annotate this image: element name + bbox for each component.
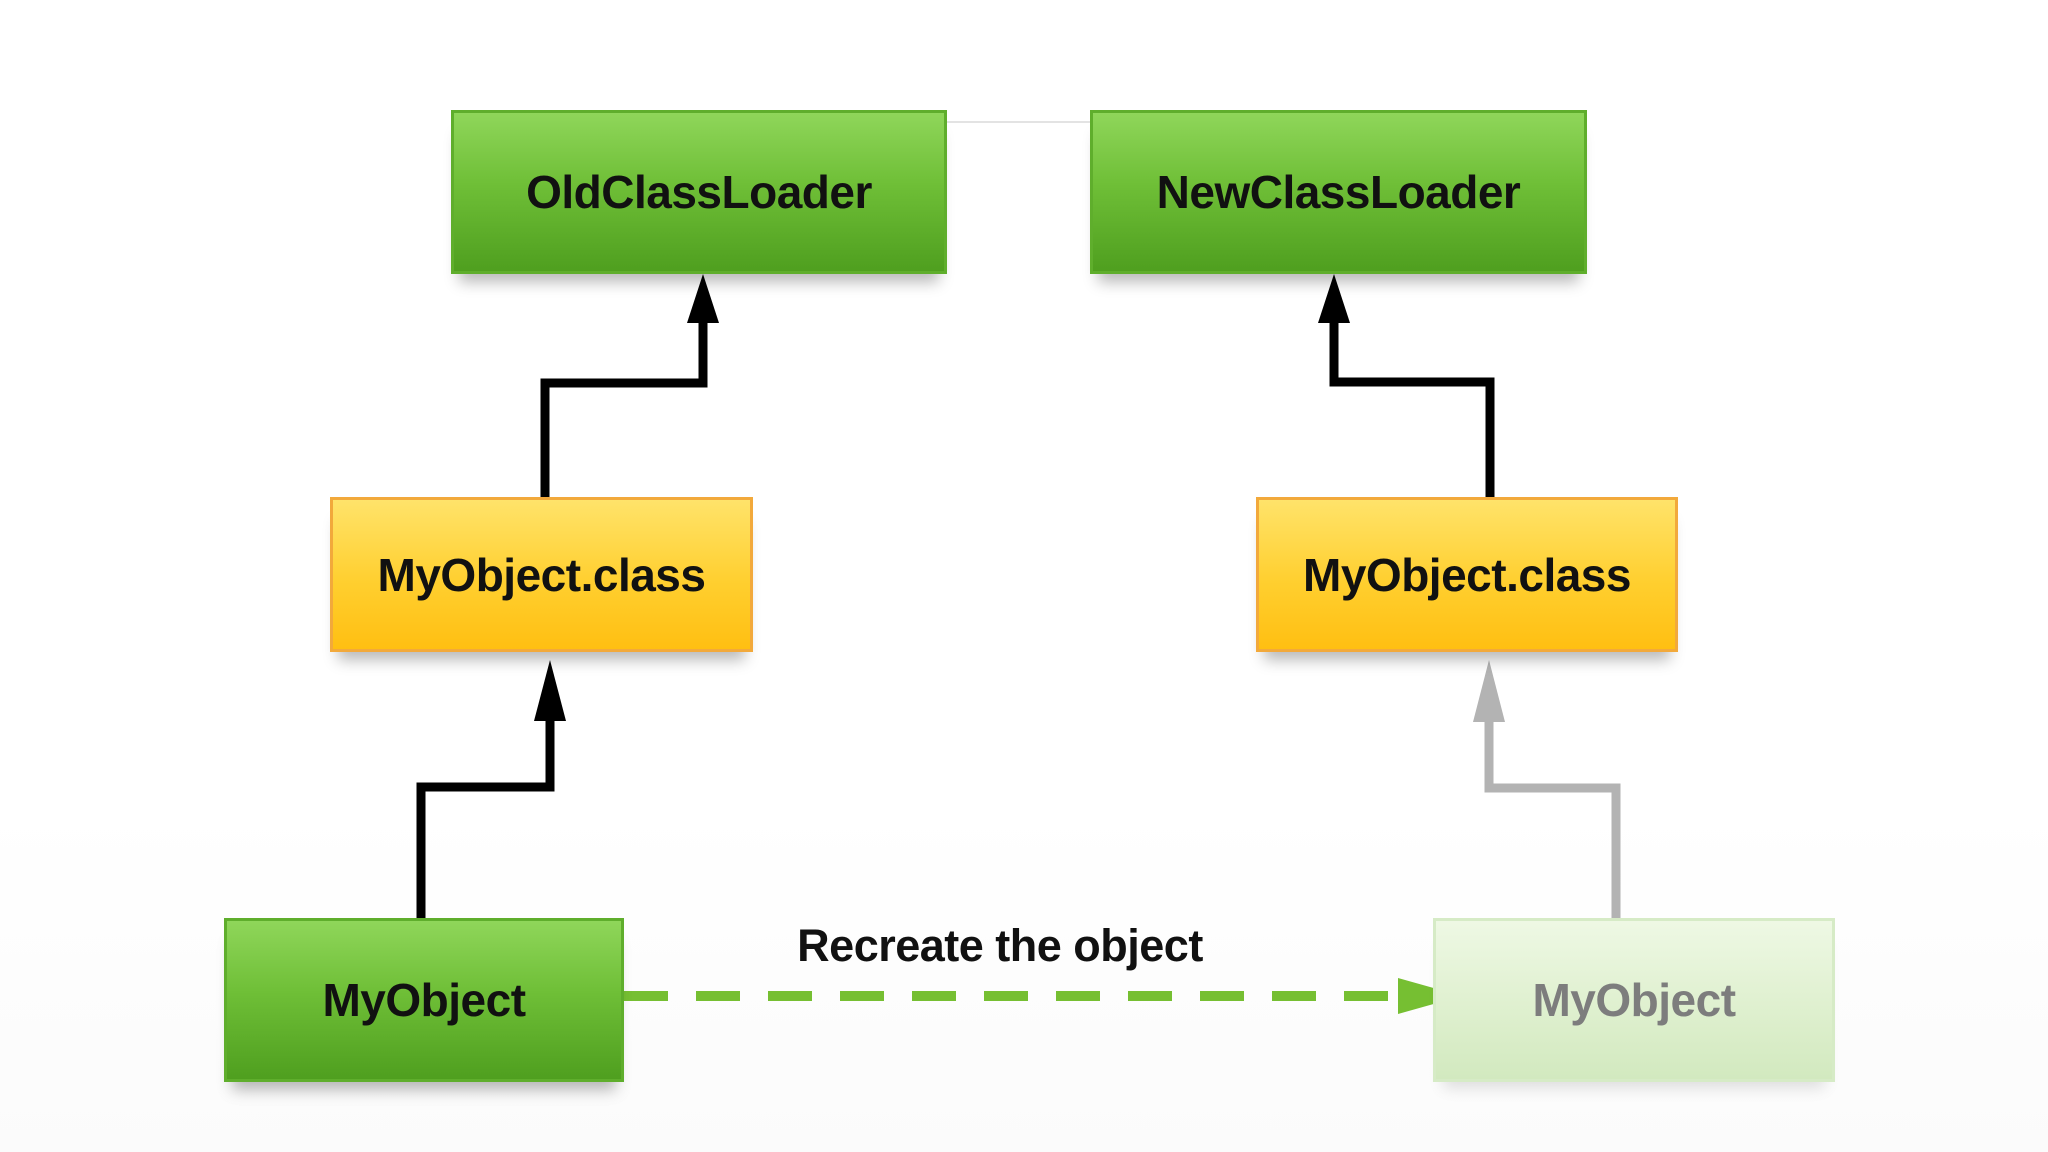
arrowhead-new-loader bbox=[1318, 274, 1350, 323]
arrowhead-left-class bbox=[534, 660, 566, 721]
arrow-left-object-to-left-class bbox=[416, 700, 555, 918]
arrowhead-old-loader bbox=[687, 274, 719, 323]
left-myobject-class-label: MyObject.class bbox=[377, 548, 706, 601]
arrow-right-object-to-right-class bbox=[1484, 710, 1621, 918]
right-myobject-class-box: MyObject.class bbox=[1256, 497, 1678, 652]
right-myobject-box: MyObject bbox=[1433, 918, 1835, 1082]
new-class-loader-label: NewClassLoader bbox=[1156, 166, 1521, 218]
right-myobject-class-label: MyObject.class bbox=[1303, 548, 1631, 601]
old-class-loader-box: OldClassLoader bbox=[451, 110, 947, 274]
old-class-loader-label: OldClassLoader bbox=[526, 166, 872, 218]
right-myobject-label: MyObject bbox=[1532, 974, 1736, 1026]
left-myobject-box: MyObject bbox=[224, 918, 624, 1082]
arrow-left-class-to-old-loader bbox=[540, 321, 708, 497]
arrow-right-class-to-new-loader bbox=[1329, 321, 1495, 497]
new-class-loader-box: NewClassLoader bbox=[1090, 110, 1587, 274]
arrowhead-right-class bbox=[1473, 660, 1505, 722]
recreate-object-label: Recreate the object bbox=[797, 920, 1203, 971]
left-myobject-class-box: MyObject.class bbox=[330, 497, 753, 652]
left-myobject-label: MyObject bbox=[322, 974, 526, 1026]
loader-divider bbox=[947, 121, 1090, 123]
